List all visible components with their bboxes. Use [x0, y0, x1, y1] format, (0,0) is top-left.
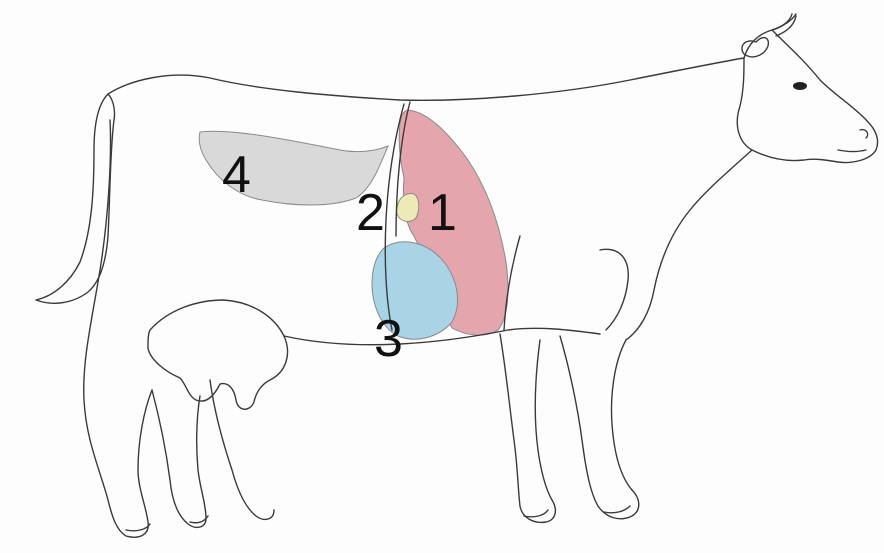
organ-3-label: 3 [374, 310, 403, 368]
organ-1-label: 1 [428, 184, 457, 242]
organ-4-label: 4 [222, 146, 251, 204]
cow-eye [793, 82, 807, 90]
organ-2-label: 2 [356, 184, 385, 242]
